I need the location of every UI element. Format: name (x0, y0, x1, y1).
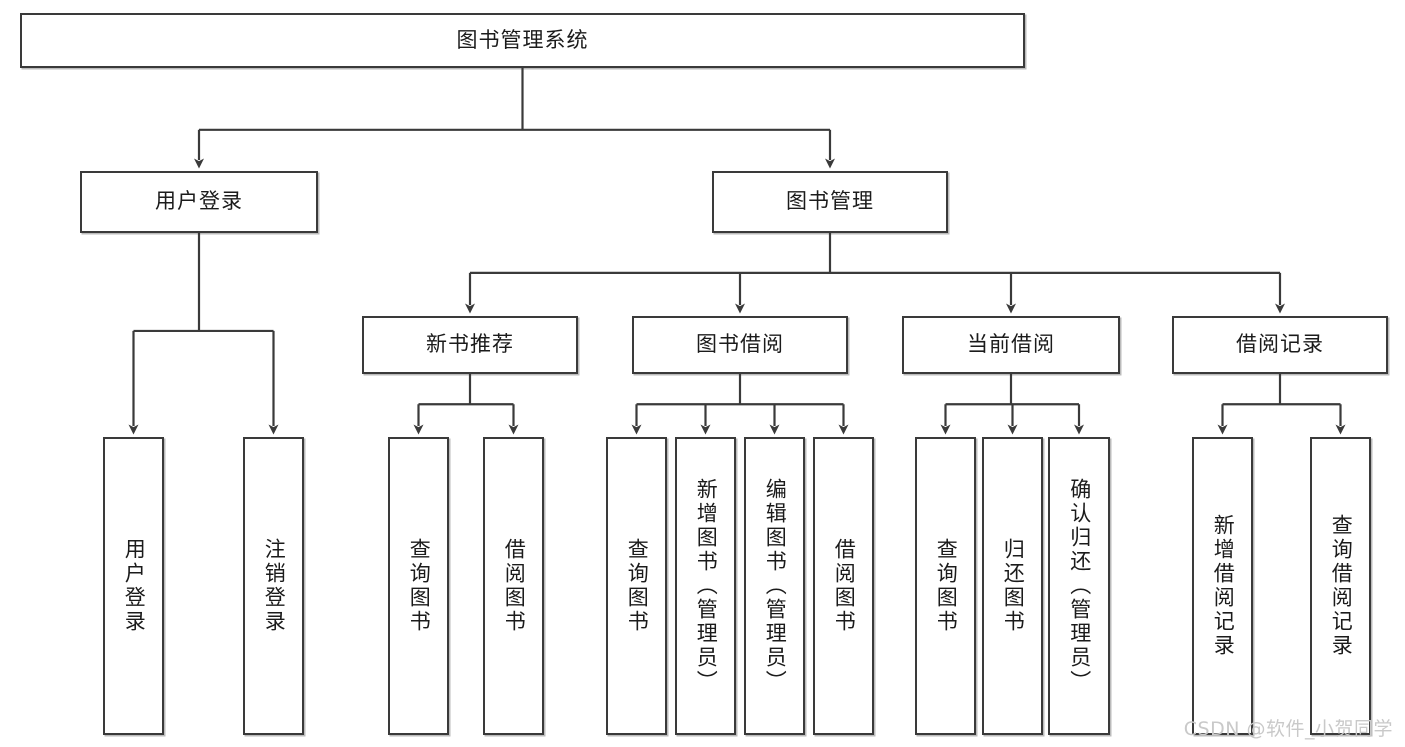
node-label: 图书管理系统 (456, 27, 589, 52)
node-label: 新书推荐 (426, 332, 514, 357)
node-level3-current-borrow[interactable]: 当前借阅 (902, 316, 1120, 374)
node-label: 借阅记录 (1236, 332, 1324, 357)
node-leaf-leaf-query-book-current[interactable]: 查询图书 (915, 437, 976, 735)
node-label: 用户登录 (155, 189, 243, 214)
node-label: 借阅图书 (502, 538, 527, 634)
node-label: 图书管理 (786, 189, 874, 214)
node-label: 注销登录 (262, 538, 287, 634)
node-label: 归还图书 (1001, 538, 1026, 634)
node-label: 编辑图书（管理员） (763, 478, 788, 694)
node-level2-user-login[interactable]: 用户登录 (80, 171, 318, 233)
node-label: 用户登录 (122, 538, 147, 634)
node-leaf-leaf-logout[interactable]: 注销登录 (243, 437, 304, 735)
node-leaf-leaf-user-login[interactable]: 用户登录 (103, 437, 164, 735)
node-leaf-leaf-add-record[interactable]: 新增借阅记录 (1192, 437, 1253, 735)
node-level2-book-manage[interactable]: 图书管理 (712, 171, 948, 233)
node-label: 查询图书 (407, 538, 432, 634)
node-label: 确认归还（管理员） (1067, 478, 1092, 694)
node-level3-book-borrow[interactable]: 图书借阅 (632, 316, 848, 374)
node-leaf-leaf-edit-book[interactable]: 编辑图书（管理员） (744, 437, 805, 735)
node-label: 图书借阅 (696, 332, 784, 357)
node-label: 查询借阅记录 (1329, 514, 1354, 658)
node-label: 借阅图书 (832, 538, 857, 634)
node-leaf-leaf-borrow-book-rec[interactable]: 借阅图书 (483, 437, 544, 735)
node-label: 当前借阅 (967, 332, 1055, 357)
node-leaf-leaf-query-book-borrow[interactable]: 查询图书 (606, 437, 667, 735)
node-root-root[interactable]: 图书管理系统 (20, 13, 1025, 68)
node-leaf-leaf-borrow-book[interactable]: 借阅图书 (813, 437, 874, 735)
node-leaf-leaf-query-record[interactable]: 查询借阅记录 (1310, 437, 1371, 735)
node-leaf-leaf-return-book[interactable]: 归还图书 (982, 437, 1043, 735)
node-leaf-leaf-add-book[interactable]: 新增图书（管理员） (675, 437, 736, 735)
node-leaf-leaf-query-book-rec[interactable]: 查询图书 (388, 437, 449, 735)
node-label: 查询图书 (934, 538, 959, 634)
node-leaf-leaf-confirm-return[interactable]: 确认归还（管理员） (1048, 437, 1110, 735)
watermark-label: CSDN @软件_小贺同学 (1183, 718, 1393, 740)
node-label: 新增借阅记录 (1211, 514, 1236, 658)
node-level3-borrow-record[interactable]: 借阅记录 (1172, 316, 1388, 374)
node-label: 查询图书 (625, 538, 650, 634)
node-level3-new-book-rec[interactable]: 新书推荐 (362, 316, 578, 374)
node-label: 新增图书（管理员） (694, 478, 719, 694)
